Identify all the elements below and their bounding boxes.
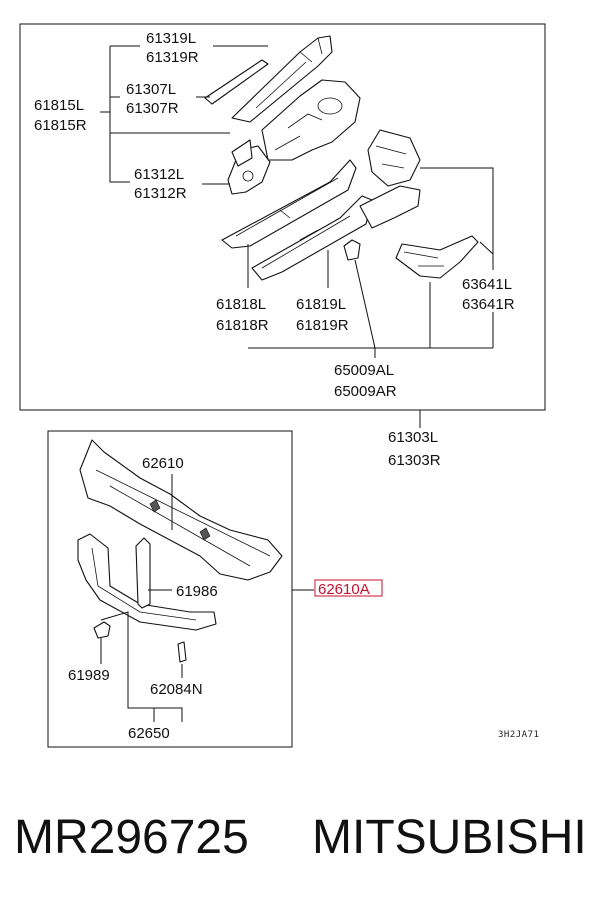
label-61819L: 61819L (296, 296, 346, 313)
label-65009AR: 65009AR (334, 383, 397, 400)
label-63641R: 63641R (462, 296, 515, 313)
label-61819R: 61819R (296, 317, 349, 334)
label-65009AL: 65009AL (334, 362, 394, 379)
lower-parts-illustration (77, 439, 283, 663)
upper-group-frame (19, 23, 546, 411)
lower-labels: 62610 61986 61989 62084N 62650 62610A (68, 455, 383, 742)
label-62610: 62610 (142, 455, 184, 472)
label-61303R: 61303R (388, 452, 441, 469)
diagram-code: 3H2JA71 (498, 730, 539, 740)
label-61815R: 61815R (34, 117, 87, 134)
footer: MR296725 MITSUBISHI (0, 800, 600, 880)
lower-group-frame (47, 430, 293, 748)
part-number: MR296725 (14, 811, 249, 864)
label-61818R: 61818R (216, 317, 269, 334)
upper-leader-lines (100, 45, 494, 428)
label-61307R: 61307R (126, 100, 179, 117)
label-62650: 62650 (128, 725, 170, 742)
label-61989: 61989 (68, 667, 110, 684)
label-61312L: 61312L (134, 166, 184, 183)
label-63641L: 63641L (462, 276, 512, 293)
label-61312R: 61312R (134, 185, 187, 202)
parts-diagram: 61319L 61319R 61307L 61307R 61815L 61815… (19, 23, 546, 748)
label-61815L: 61815L (34, 97, 84, 114)
label-61303L: 61303L (388, 429, 438, 446)
label-62084N: 62084N (150, 681, 203, 698)
upper-labels: 61319L 61319R 61307L 61307R 61815L 61815… (34, 30, 515, 469)
highlight-box (314, 579, 383, 597)
label-62610A: 62610A (318, 581, 370, 598)
label-61319L: 61319L (146, 30, 196, 47)
lower-leader-lines (100, 474, 314, 722)
brand-name: MITSUBISHI (312, 811, 587, 864)
label-61818L: 61818L (216, 296, 266, 313)
label-61319R: 61319R (146, 49, 199, 66)
label-61307L: 61307L (126, 81, 176, 98)
upper-parts-illustration (204, 35, 479, 281)
label-61986: 61986 (176, 583, 218, 600)
